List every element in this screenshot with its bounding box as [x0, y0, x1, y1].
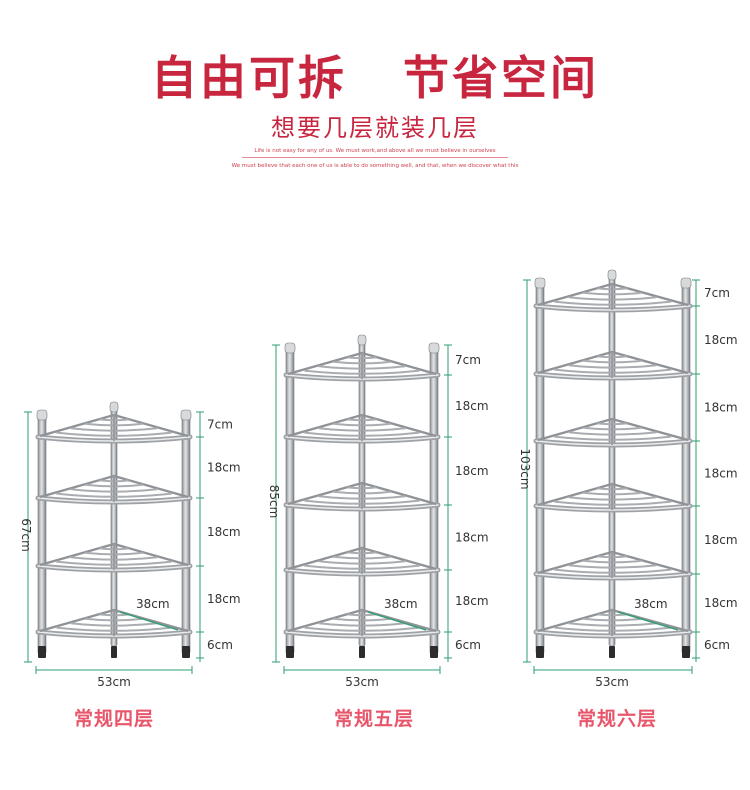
segment-label: 7cm — [704, 286, 730, 300]
depth-dimension-line — [617, 611, 679, 631]
rack-foot — [286, 646, 294, 658]
tagline-2: We must believe that each one of us is a… — [231, 163, 519, 169]
rack-shelf — [283, 546, 441, 577]
headline: 自由可拆 节省空间 — [0, 42, 750, 108]
headline-left: 自由可拆 — [150, 51, 347, 105]
rack-foot — [682, 646, 690, 658]
divider — [242, 157, 508, 158]
rack-foot — [38, 646, 46, 658]
post-cap — [534, 277, 546, 289]
height-label: 103cm — [518, 448, 532, 489]
segment-label: 18cm — [455, 464, 489, 478]
rack-shelf — [283, 351, 441, 382]
post-cap — [109, 401, 119, 413]
post-cap — [284, 342, 296, 354]
rack-shelf — [533, 350, 693, 381]
rack-6-tier: 103cm 7cm 18cm 18cm 18cm 18cm 18cm 6cm 53cm 38cm — [518, 269, 738, 689]
rack-5-tier: 85cm 7cm 18cm 18cm 18cm 18cm 6cm 53cm 38cm — [267, 334, 489, 689]
rack-post — [181, 413, 191, 655]
post-cap — [180, 409, 192, 421]
segment-label: 18cm — [455, 594, 489, 608]
rack-shelf — [35, 542, 193, 573]
rack-post — [37, 413, 47, 655]
post-cap — [680, 277, 692, 289]
rack-shelf — [533, 482, 693, 513]
rack-post — [608, 273, 616, 647]
segment-label: 18cm — [704, 333, 738, 347]
tagline-1: Life is not easy for any of us. We must … — [254, 148, 496, 154]
variant-label-6-tier: 常规六层 — [576, 708, 657, 730]
variant-label-5-tier: 常规五层 — [333, 708, 414, 730]
rack-shelf — [283, 481, 441, 512]
segment-label: 18cm — [207, 461, 241, 475]
rack-foot — [182, 646, 190, 658]
rack-shelf — [533, 417, 693, 448]
headline-right: 节省空间 — [403, 51, 600, 105]
rack-shelf — [533, 608, 693, 639]
segment-label: 18cm — [704, 533, 738, 547]
rack-post — [681, 281, 691, 655]
rack-shelf — [283, 608, 441, 639]
segment-label: 6cm — [207, 638, 233, 652]
depth-dimension-line — [367, 611, 427, 631]
rack-shelf — [283, 413, 441, 444]
segment-label: 18cm — [455, 399, 489, 413]
rack-post — [429, 346, 439, 655]
rack-shelf — [35, 608, 193, 639]
depth-label: 38cm — [634, 597, 668, 611]
variant-label-4-tier: 常规四层 — [73, 708, 154, 730]
rack-foot — [536, 646, 544, 658]
width-label: 53cm — [595, 675, 629, 689]
rack-foot — [430, 646, 438, 658]
segment-label: 6cm — [704, 638, 730, 652]
segment-label: 7cm — [455, 353, 481, 367]
width-label: 53cm — [345, 675, 379, 689]
segment-label: 6cm — [455, 638, 481, 652]
segment-label: 18cm — [704, 401, 738, 415]
rack-4-tier: 67cm 7cm 18cm 18cm 18cm 6cm 53cm 38cm — [19, 401, 241, 689]
segment-label: 7cm — [207, 418, 233, 432]
post-cap — [428, 342, 440, 354]
post-cap — [357, 334, 367, 346]
segment-label: 18cm — [455, 531, 489, 545]
rack-foot — [609, 646, 615, 658]
depth-label: 38cm — [384, 597, 418, 611]
subheadline: 想要几层就装几层 — [271, 114, 479, 142]
height-label: 85cm — [267, 485, 281, 519]
depth-label: 38cm — [136, 597, 170, 611]
rack-shelf — [533, 550, 693, 581]
rack-shelf — [35, 474, 193, 505]
depth-dimension-line — [119, 611, 179, 631]
segment-label: 18cm — [704, 596, 738, 610]
rack-post — [285, 346, 295, 655]
segment-label: 18cm — [704, 467, 738, 481]
post-cap — [36, 409, 48, 421]
segment-label: 18cm — [207, 525, 241, 539]
post-cap — [607, 269, 617, 281]
rack-foot — [111, 646, 117, 658]
rack-foot — [359, 646, 365, 658]
height-label: 67cm — [19, 518, 33, 552]
rack-shelf — [35, 413, 193, 444]
rack-shelf — [533, 282, 693, 313]
width-label: 53cm — [97, 675, 131, 689]
segment-label: 18cm — [207, 592, 241, 606]
rack-post — [535, 281, 545, 655]
